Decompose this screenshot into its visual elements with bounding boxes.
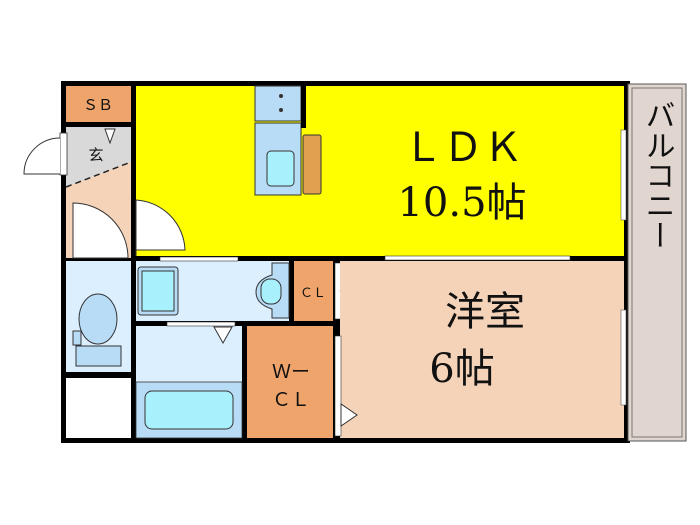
western-size: 6帖: [429, 346, 494, 392]
kitchen-wall: [301, 86, 306, 128]
window: [620, 309, 627, 406]
entrance-label: 玄: [88, 146, 103, 164]
toilet-bowl: [78, 293, 118, 345]
basin-bowl: [260, 278, 282, 305]
entrance-step-line: [65, 161, 132, 188]
washroom-door: [159, 256, 239, 262]
closet-label: ＣＬ: [300, 286, 326, 301]
ldk-room: [136, 86, 624, 256]
bath-door: [166, 321, 236, 327]
kitchen-stove: [254, 85, 302, 122]
stove-burner-icon: [279, 108, 283, 112]
western-name: 洋室: [445, 289, 525, 335]
stove-burner-icon: [279, 94, 283, 98]
entrance-tile: [66, 127, 131, 187]
kitchen-shelf: [302, 134, 322, 195]
door-arrow-icon: [213, 326, 233, 345]
bathtub: [144, 390, 234, 430]
ldk-size: 10.5帖: [397, 180, 526, 226]
sb-label: ＳＢ: [83, 96, 113, 114]
toilet-tank: [75, 345, 122, 367]
ldk-name: ＬＤＫ: [403, 125, 523, 171]
toilet-paper: [72, 330, 82, 346]
entrance-door-swing: [72, 202, 129, 259]
wcl-label-line2: ＣＬ: [272, 389, 310, 411]
front-door-swing: [23, 137, 61, 175]
washing-machine-tray: [141, 270, 175, 312]
ldk-door-swing: [135, 199, 186, 256]
balcony-label: バルコニー: [640, 100, 675, 250]
balcony: [627, 83, 687, 442]
door-arrow-icon: [340, 403, 358, 427]
sb-room: [66, 86, 131, 122]
walk-in-closet: [247, 326, 333, 438]
front-door-gap: [59, 132, 68, 176]
storage-space: [66, 378, 131, 438]
door-arrow-icon: [104, 128, 116, 145]
kitchen-sink: [266, 150, 295, 187]
room-divider-door: [384, 255, 571, 261]
closet-room: [294, 261, 333, 321]
window: [620, 129, 627, 221]
western-room: [340, 261, 624, 438]
western-door-gap: [334, 335, 342, 437]
wcl-label-line1: Ｗー: [272, 361, 310, 383]
balcony-rail: [631, 87, 683, 438]
